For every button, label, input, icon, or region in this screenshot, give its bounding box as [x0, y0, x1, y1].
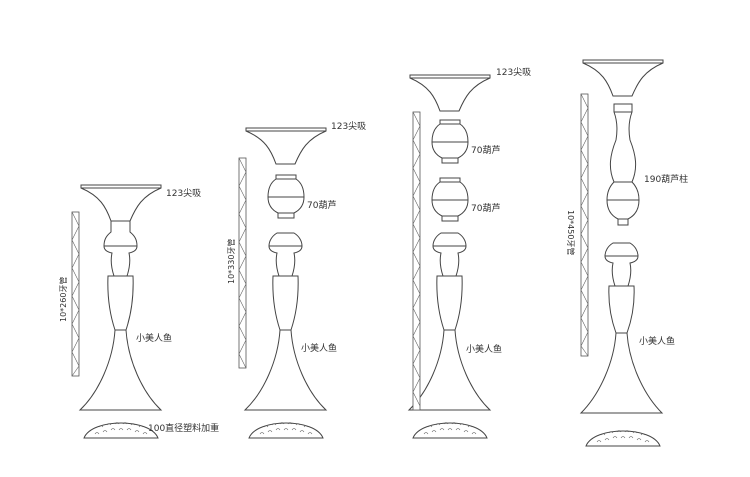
gourd-label-3b: 70葫芦: [471, 202, 500, 214]
mermaid-body-2: [243, 275, 328, 411]
tube-label-1: 10*260牙管: [58, 277, 68, 322]
mermaid-label-3: 小美人鱼: [466, 343, 502, 355]
cup-3: [409, 74, 491, 112]
weighted-base-3: [412, 422, 488, 439]
stem-knob-2: [268, 232, 303, 277]
gourd-column-4: [606, 103, 640, 226]
cup-label-3: 123尖吸: [496, 66, 531, 78]
stem-knob-1: [103, 220, 138, 277]
stem-knob-4: [604, 242, 639, 287]
tube-label-4: 10*450牙管: [566, 210, 576, 255]
cup-1: [80, 184, 162, 222]
threaded-tube-4: [580, 93, 589, 357]
column-label-4: 190葫芦柱: [644, 173, 688, 185]
cup-4: [582, 59, 664, 97]
base-label: 100直径塑料加重: [148, 422, 219, 434]
weighted-base-4: [585, 430, 661, 447]
cup-label-1: 123尖吸: [166, 187, 201, 199]
cup-2: [245, 127, 327, 165]
mermaid-body-3: [407, 275, 492, 411]
candle-holder-1: 123尖吸 小美人鱼 100直径塑料加重 10*260牙管: [58, 184, 219, 439]
candle-holder-2: 123尖吸 70葫芦 小美人鱼 10*330牙管: [226, 120, 366, 439]
mermaid-label-4: 小美人鱼: [639, 335, 675, 347]
weighted-base-2: [248, 422, 324, 439]
gourd-label-3a: 70葫芦: [471, 144, 500, 156]
weighted-base-1: [83, 422, 159, 439]
candle-holder-4: 190葫芦柱 小美人鱼 10*450牙管: [566, 59, 688, 447]
tube-label-2: 10*330牙管: [226, 239, 236, 284]
stem-knob-3: [432, 232, 467, 277]
mermaid-label-2: 小美人鱼: [301, 342, 337, 354]
candle-holder-3: 123尖吸 70葫芦 70葫芦 小美人鱼: [407, 66, 531, 439]
threaded-tube-3: [412, 111, 421, 411]
mermaid-body-1: [78, 275, 163, 411]
mermaid-body-4: [579, 285, 664, 414]
cup-label-2: 123尖吸: [331, 120, 366, 132]
mermaid-label-1: 小美人鱼: [136, 332, 172, 344]
threaded-tube-1: [71, 211, 80, 377]
threaded-tube-2: [238, 157, 247, 369]
gourd-label-2: 70葫芦: [307, 199, 336, 211]
